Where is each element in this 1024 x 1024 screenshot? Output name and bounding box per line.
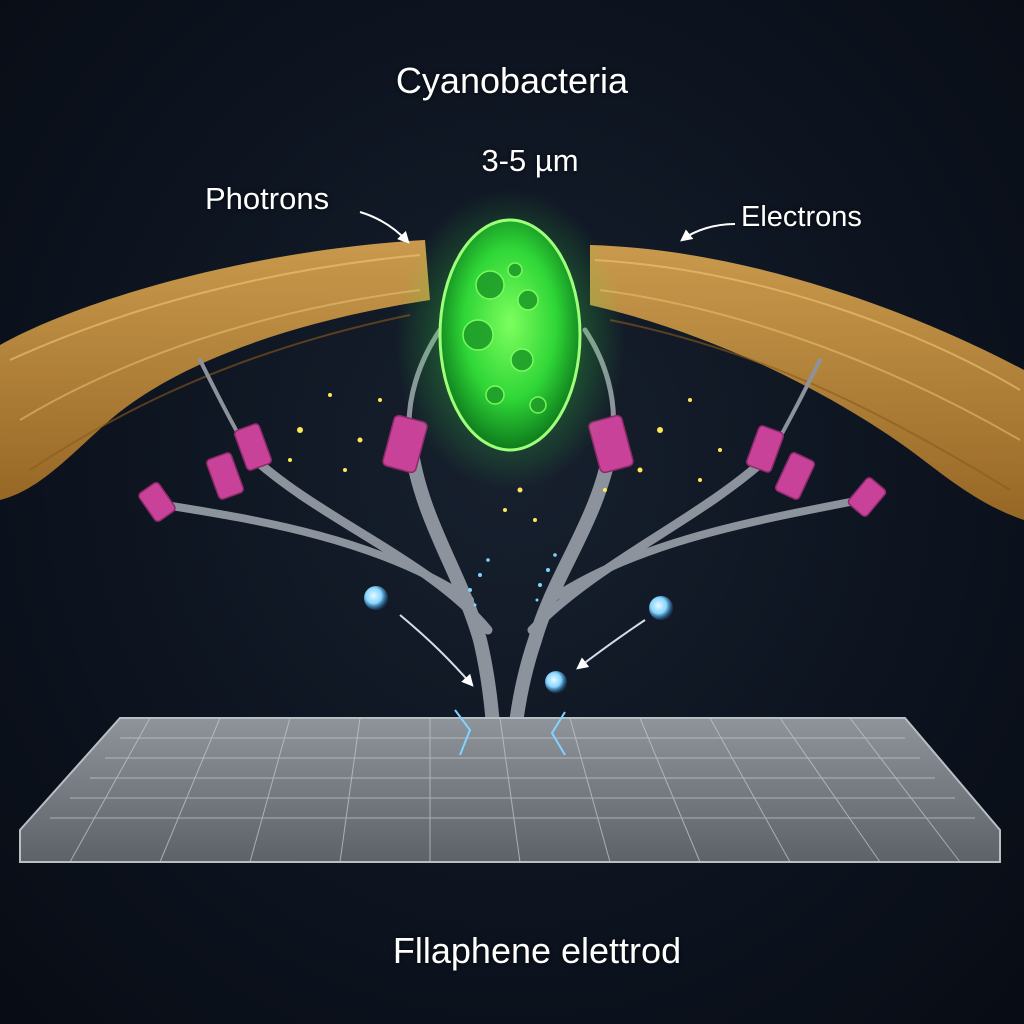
diagram-title: Cyanobacteria (395, 60, 629, 101)
cyanobacterium-cell (395, 190, 625, 490)
electron-flow-arrows (399, 614, 646, 687)
electrode-sparks (454, 709, 566, 756)
callout-arrows (359, 211, 736, 244)
graphene-electrode (19, 717, 1001, 863)
electron-particles (364, 553, 673, 693)
photon-sparkles (288, 393, 722, 522)
photons-label: Photrons (205, 181, 330, 216)
electrode-label: Fllaphene elettrod (392, 930, 682, 971)
electrons-label: Electrons (741, 201, 862, 233)
scale-label: 3-5 µm (481, 143, 579, 178)
membrane-left (0, 240, 430, 500)
